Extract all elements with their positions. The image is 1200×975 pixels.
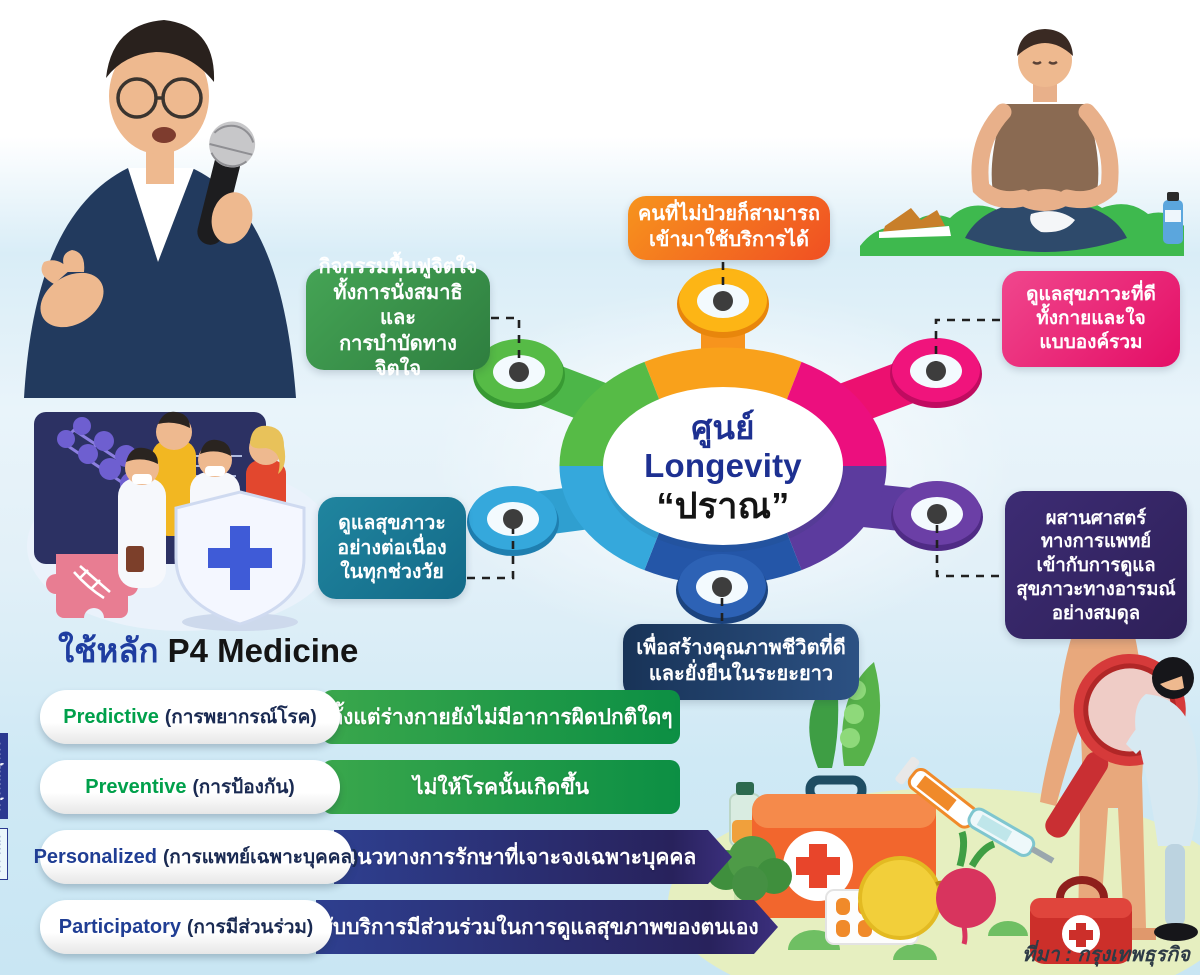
p4-heading-th: ใช้หลัก — [58, 632, 159, 669]
p4-heading: ใช้หลัก P4 Medicine — [58, 624, 358, 677]
p4-pill-personalized: Personalized (การแพทย์เฉพาะบุคคล) — [34, 830, 358, 884]
first-aid-bag-icon — [1030, 876, 1132, 964]
p4-pill-participatory: Participatory (การมีส่วนร่วม) — [40, 900, 332, 954]
shield-cross-icon — [174, 490, 306, 631]
beet-icon — [936, 830, 996, 945]
water-bottle-icon — [1163, 192, 1183, 244]
p4-banner-preventive: ไม่ให้โรคนั้นเกิดขึ้น — [322, 760, 680, 814]
syringe-icon — [895, 756, 1055, 864]
credit-date: 13/03/2569 — [0, 888, 4, 969]
hub-title-line3: “ปราณ” — [656, 485, 790, 527]
hub-title-line2: Longevity — [644, 447, 802, 485]
callout-top: คนที่ไม่ป่วยก็สามารถ เข้ามาใช้บริการได้ — [628, 196, 830, 260]
credit-graphic-label: กราฟิก — [0, 828, 8, 880]
p4-banner-personalized: แนวทางการรักษาที่เจาะจงเฉพาะบุคคล — [334, 830, 732, 884]
medical-team-dna-illustration — [27, 411, 337, 631]
credit-brand: กรุงเทพธุรกิจ — [0, 732, 8, 820]
p4-pill-preventive: Preventive (การป้องกัน) — [40, 760, 340, 814]
dna-puzzle-icon — [46, 554, 138, 618]
hub-title: ศูนย์ Longevity “ปราณ” — [601, 398, 845, 538]
p4-banner-predictive: ตั้งแต่ร่างกายยังไม่มีอาการผิดปกติใดๆ — [322, 690, 680, 744]
meditating-person-illustration — [860, 29, 1184, 256]
p4-banner-participatory: ผู้รับบริการมีส่วนร่วมในการดูแลสุขภาพของ… — [316, 900, 778, 954]
callout-lower-right: ผสานศาสตร์ ทางการแพทย์ เข้ากับการดูแล สุ… — [1005, 491, 1187, 639]
callout-lower-left: ดูแลสุขภาวะ อย่างต่อเนื่อง ในทุกช่วงวัย — [318, 497, 466, 599]
callout-bottom: เพื่อสร้างคุณภาพชีวิตที่ดี และยั่งยืนในร… — [623, 624, 859, 700]
microphone-icon — [197, 121, 256, 245]
health-checkup-scene — [668, 616, 1200, 975]
credit-strip: 13/03/2569 กราฟิก กรุงเทพธุรกิจ — [0, 732, 8, 969]
speaker-photo-illustration — [24, 20, 296, 398]
doctor-figure — [1126, 657, 1198, 941]
hub-title-line1: ศูนย์ — [691, 408, 755, 446]
p4-heading-en: P4 Medicine — [167, 632, 359, 669]
callout-upper-right: ดูแลสุขภาวะที่ดี ทั้งกายและใจ แบบองค์รวม — [1002, 271, 1180, 367]
source-note: ที่มา : กรุงเทพธุรกิจรวบรวม — [1022, 944, 1190, 966]
first-aid-kit-icon — [752, 775, 936, 918]
p4-pill-predictive: Predictive (การพยากรณ์โรค) — [40, 690, 340, 744]
callout-upper-left: กิจกรรมฟื้นฟูจิตใจ ทั้งการนั่งสมาธิและ ก… — [306, 256, 490, 380]
